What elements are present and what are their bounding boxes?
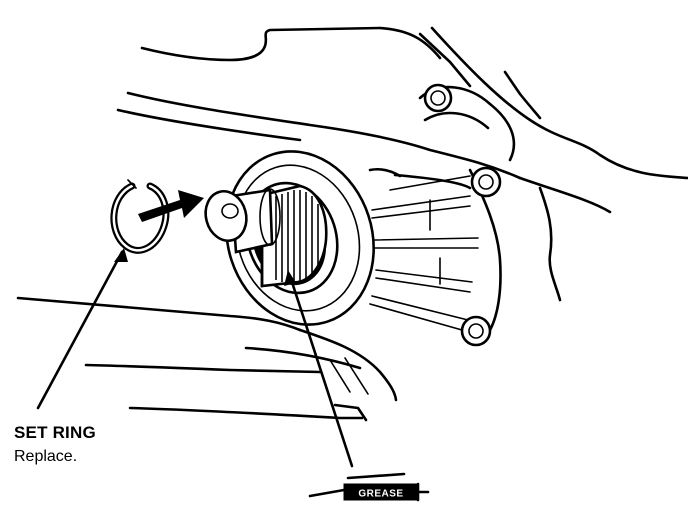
- frame-rail: [116, 91, 612, 302]
- set-ring-leader-line: [36, 248, 128, 410]
- lower-housing: [16, 296, 398, 422]
- grease-symbol-icon: GREASE: [308, 472, 430, 502]
- set-ring-label: SET RING: [14, 423, 96, 442]
- grease-leader-line: [284, 270, 354, 468]
- chassis-outline: [140, 26, 688, 180]
- transmission-housing: [368, 83, 516, 347]
- splined-shaft: [204, 184, 328, 288]
- set-ring-instruction: Replace.: [14, 448, 78, 465]
- set-ring: [110, 179, 170, 254]
- grease-tag: GREASE: [358, 489, 403, 500]
- install-direction-arrow: [138, 190, 204, 222]
